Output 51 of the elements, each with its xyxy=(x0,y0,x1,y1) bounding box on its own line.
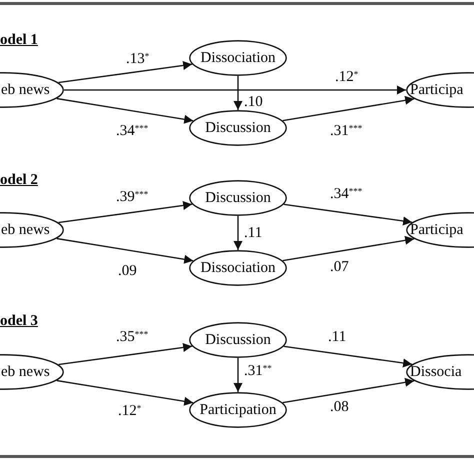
node-label: Participation xyxy=(198,401,278,420)
edge-label: .11 xyxy=(328,328,346,346)
node-label: Discussion xyxy=(204,119,272,138)
ellipse-node xyxy=(189,250,287,286)
node-label: eb news xyxy=(1,221,50,240)
edge-label: .07 xyxy=(330,258,349,276)
node-label: Discussion xyxy=(204,331,272,350)
edge-label: .11 xyxy=(244,224,262,242)
node-label: Dissociation xyxy=(200,259,276,278)
arrow xyxy=(64,86,406,94)
edge-label: .12$^{*}$ xyxy=(335,68,358,86)
edge-label: .35$^{***}$ xyxy=(116,328,148,346)
arrow xyxy=(56,238,194,264)
edge-label: .31$^{**}$ xyxy=(244,362,272,380)
edge-label: .12$^{*}$ xyxy=(118,402,142,420)
ellipse-node xyxy=(189,180,287,216)
edge-label: .08 xyxy=(330,398,349,416)
arrow xyxy=(58,201,192,224)
edge-label: .10 xyxy=(244,93,263,111)
ellipse-node xyxy=(189,392,287,428)
ellipse-node xyxy=(189,322,287,358)
arrow xyxy=(284,346,412,368)
node-label: Participa xyxy=(410,81,464,100)
edge-label: .39$^{***}$ xyxy=(116,188,148,206)
arrow xyxy=(58,343,192,366)
arrow xyxy=(234,76,242,110)
node-label: eb news xyxy=(1,81,50,100)
model-heading: odel 3 xyxy=(0,312,38,331)
model-heading: odel 2 xyxy=(0,171,38,190)
edge-label: .13$^{*}$ xyxy=(126,50,150,68)
arrow xyxy=(234,358,242,392)
ellipse-node xyxy=(189,110,287,146)
arrow xyxy=(282,96,414,122)
edge-label: .34$^{***}$ xyxy=(330,185,362,203)
node-label: Dissociation xyxy=(200,49,276,68)
node-label: Dissocia xyxy=(410,363,462,382)
edge-label: .34$^{***}$ xyxy=(116,122,148,140)
arrow xyxy=(282,378,414,404)
arrow xyxy=(58,61,192,84)
node-label: Discussion xyxy=(204,189,272,208)
arrow xyxy=(56,380,194,406)
arrow xyxy=(234,216,242,250)
arrow xyxy=(284,204,412,226)
node-label: Participa xyxy=(410,221,464,240)
arrow xyxy=(282,236,414,262)
model-heading: odel 1 xyxy=(0,31,38,50)
edge-label: .31$^{***}$ xyxy=(330,122,362,140)
arrow xyxy=(56,98,194,124)
node-label: eb news xyxy=(1,363,50,382)
ellipse-node xyxy=(189,40,287,76)
edge-label: .09 xyxy=(118,262,137,280)
